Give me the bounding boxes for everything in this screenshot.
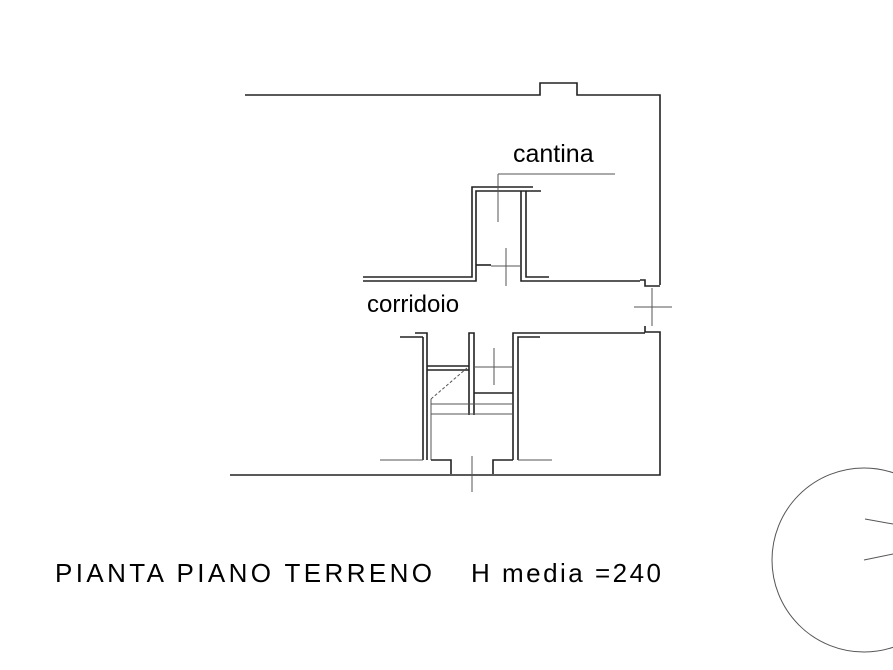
outer-walls <box>230 82 661 476</box>
room-label-cantina: cantina <box>513 140 594 168</box>
north-arrow-icon <box>771 467 893 653</box>
room-label-corridoio: corridoio <box>367 291 459 318</box>
plan-title: PIANTA PIANO TERRENO <box>55 558 432 588</box>
stair-walls <box>380 288 672 492</box>
height-note: H media =240 <box>471 558 661 588</box>
cantina-walls <box>363 173 640 286</box>
